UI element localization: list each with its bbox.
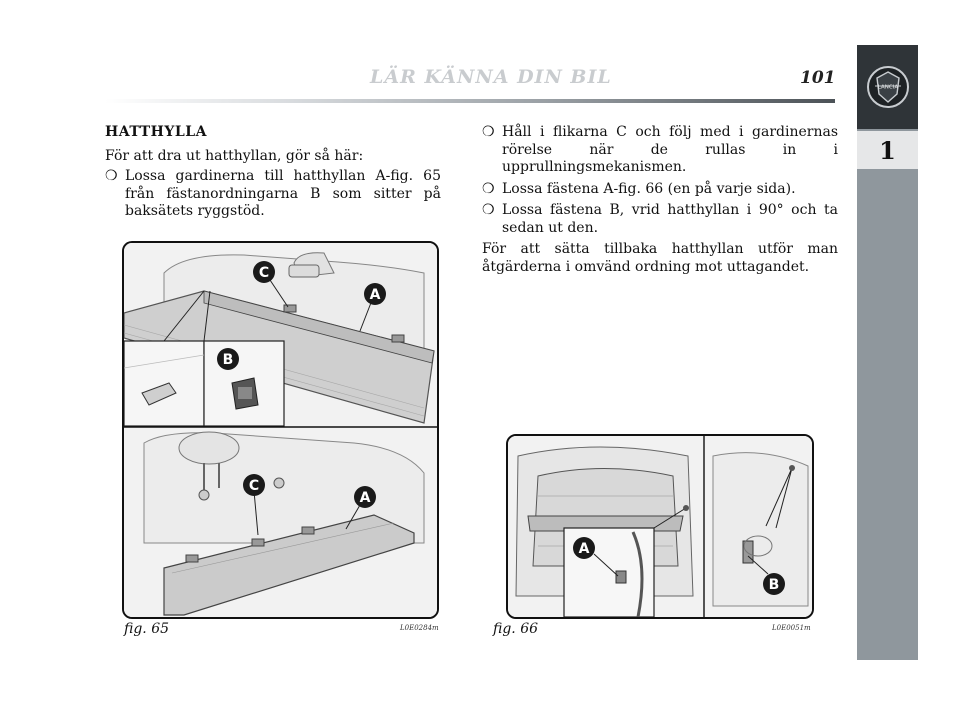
svg-text:B: B <box>769 577 780 593</box>
intro-paragraph: För att dra ut hatthyllan, gör så här: <box>105 147 364 164</box>
figure-66-code: L0E0051m <box>772 624 811 632</box>
chapter-number: 1 <box>857 131 918 169</box>
bullet-icon: ❍ <box>105 168 118 184</box>
list-item: ❍ Lossa gardinerna till hatthyllan A-fig… <box>105 168 441 221</box>
figure-65-code: L0E0284m <box>400 624 439 632</box>
callout-a-upper: A <box>364 283 386 305</box>
figure-66: A B <box>506 434 814 619</box>
list-item-text: Lossa gardinerna till hatthyllan A-fig. … <box>125 168 441 219</box>
running-header-title: LÄR KÄNNA DIN BIL <box>370 66 612 88</box>
svg-text:C: C <box>259 265 269 281</box>
svg-text:A: A <box>579 541 590 557</box>
figure-65-caption: fig. 65 <box>124 621 170 637</box>
bullet-icon: ❍ <box>482 124 495 140</box>
outro-paragraph: För att sätta tillbaka hatthyllan utför … <box>482 241 838 275</box>
callout-c-lower: C <box>243 474 265 496</box>
svg-text:C: C <box>249 478 259 494</box>
bullet-icon: ❍ <box>482 180 495 197</box>
figure-65-illustration: C A B C A <box>124 243 437 617</box>
bullet-icon: ❍ <box>482 202 495 218</box>
right-text-column: ❍ Håll i flikarna C och följ med i gardi… <box>482 124 838 279</box>
callout-c-upper: C <box>253 261 275 283</box>
svg-text:LANCIA: LANCIA <box>877 85 898 91</box>
svg-text:A: A <box>370 287 381 303</box>
figure-66-illustration: A B <box>508 436 812 617</box>
list-item-text: Lossa fästena B, vrid hatthyllan i 90° o… <box>502 202 838 236</box>
section-heading: HATTHYLLA <box>105 124 207 140</box>
list-item-text: Håll i flikarna C och följ med i gardine… <box>502 124 838 175</box>
page-number: 101 <box>800 68 836 88</box>
svg-text:A: A <box>360 490 371 506</box>
callout-a: A <box>573 537 595 559</box>
callout-b: B <box>217 348 239 370</box>
list-item: ❍ Lossa fästena B, vrid hatthyllan i 90°… <box>482 202 838 237</box>
list-item: ❍ Lossa fästena A-fig. 66 (en på varje s… <box>482 181 838 199</box>
header-rule <box>105 99 835 103</box>
svg-text:B: B <box>223 352 234 368</box>
brand-logo: LANCIA <box>857 45 918 129</box>
callout-a-lower: A <box>354 486 376 508</box>
figure-65: C A B C A <box>122 241 439 619</box>
left-text-column: HATTHYLLA För att dra ut hatthyllan, gör… <box>105 124 441 225</box>
lancia-shield-icon: LANCIA <box>866 66 909 108</box>
callout-b: B <box>763 573 785 595</box>
figure-66-caption: fig. 66 <box>493 621 539 637</box>
list-item-text: Lossa fästena A-fig. 66 (en på varje sid… <box>502 180 796 197</box>
list-item: ❍ Håll i flikarna C och följ med i gardi… <box>482 124 838 177</box>
